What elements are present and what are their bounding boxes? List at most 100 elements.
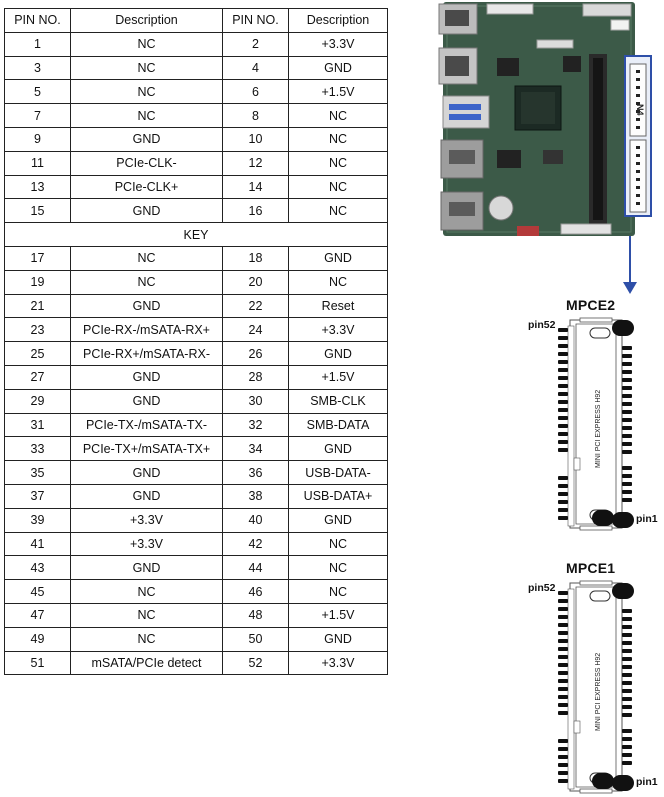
pin-description-even: +1.5V: [288, 602, 388, 628]
pin-description-even: GND: [288, 341, 388, 366]
top-headers: [486, 3, 632, 49]
pin-number-odd: 33: [4, 436, 71, 462]
mpce2-slot-text: MINI PCI EXPRESS H92: [595, 390, 602, 468]
pin-description-odd: PCIe-CLK+: [70, 174, 223, 200]
chip-b: [563, 56, 581, 72]
pin-number-odd: 25: [4, 341, 71, 366]
pin-description-odd: GND: [70, 483, 223, 509]
bottom-header: [560, 223, 612, 235]
pin-description-even: NC: [288, 103, 388, 128]
pin-description-even: USB-DATA-: [288, 460, 388, 485]
pin-description-odd: NC: [70, 579, 223, 604]
mpce1-pin1-label: pin1: [636, 776, 658, 788]
mpce2-connector: MINI PCI EXPRESS H92: [558, 317, 634, 531]
pin-description-odd: NC: [70, 103, 223, 128]
chip-c: [497, 150, 521, 168]
pointer-arrow: [623, 236, 637, 294]
mpce1-pins-right: [622, 609, 632, 765]
pin-number-even: 8: [222, 103, 289, 128]
pin-description-even: +3.3V: [288, 31, 388, 57]
pin-description-even: SMB-CLK: [288, 388, 388, 414]
ethernet-ports: [438, 3, 478, 85]
pin-number-even: 42: [222, 531, 289, 557]
pin-number-odd: 27: [4, 364, 71, 390]
pin-assignment-table: PIN NO. Description PIN NO. Description …: [4, 8, 388, 676]
pin-description-odd: NC: [70, 79, 223, 105]
pin-description-even: NC: [288, 174, 388, 200]
mpce1-connector: MINI PCI EXPRESS H92: [558, 580, 634, 794]
pin-description-even: USB-DATA+: [288, 483, 388, 509]
pin-description-even: NC: [288, 579, 388, 604]
pin-description-even: NC: [288, 150, 388, 176]
pin-description-odd: NC: [70, 55, 223, 81]
pin-number-odd: 35: [4, 460, 71, 485]
pin-description-even: +3.3V: [288, 317, 388, 343]
pin-number-odd: 43: [4, 555, 71, 581]
key-row: KEY: [4, 222, 388, 247]
display-ports: [440, 139, 484, 231]
pin-number-odd: 51: [4, 650, 71, 676]
pin-description-odd: PCIe-CLK-: [70, 150, 223, 176]
pin-number-even: 34: [222, 436, 289, 462]
pin-description-odd: NC: [70, 269, 223, 295]
pin-number-even: 18: [222, 245, 289, 271]
pin-number-odd: 49: [4, 626, 71, 652]
pin-number-odd: 29: [4, 388, 71, 414]
pin-description-even: NC: [288, 269, 388, 295]
pin-description-even: NC: [288, 126, 388, 152]
pin-number-even: 44: [222, 555, 289, 581]
pin-number-even: 32: [222, 412, 289, 438]
pin-description-even: SMB-DATA: [288, 412, 388, 438]
pin-number-even: 12: [222, 150, 289, 176]
pin-number-even: 26: [222, 341, 289, 366]
pin-description-even: NC: [288, 531, 388, 557]
pin-description-odd: NC: [70, 245, 223, 271]
pin-number-even: 52: [222, 650, 289, 676]
pin-description-odd: PCIe-TX-/mSATA-TX-: [70, 412, 223, 438]
pin-number-even: 30: [222, 388, 289, 414]
pin-number-odd: 39: [4, 507, 71, 533]
pin-number-odd: 47: [4, 602, 71, 628]
pin-number-even: 24: [222, 317, 289, 343]
mpce2-pins-left: [558, 328, 568, 520]
pin-number-odd: 15: [4, 198, 71, 224]
pin-number-odd: 37: [4, 483, 71, 509]
pin-description-odd: PCIe-RX+/mSATA-RX-: [70, 341, 223, 366]
mpce2-pin52-label: pin52: [528, 319, 556, 331]
pin-number-odd: 11: [4, 150, 71, 176]
pin-description-even: GND: [288, 507, 388, 533]
pin-number-even: 2: [222, 31, 289, 57]
pin-number-odd: 45: [4, 579, 71, 604]
pin-number-odd: 1: [4, 31, 71, 57]
pin-description-odd: +3.3V: [70, 507, 223, 533]
mpce2-pin1-label: pin1: [636, 513, 658, 525]
pin-number-even: 10: [222, 126, 289, 152]
pin-number-even: 14: [222, 174, 289, 200]
pin-description-odd: mSATA/PCIe detect: [70, 650, 223, 676]
pin-description-odd: GND: [70, 555, 223, 581]
pin-description-odd: NC: [70, 626, 223, 652]
pin-description-even: GND: [288, 245, 388, 271]
pin-number-even: 46: [222, 579, 289, 604]
header-pin-no-right: PIN NO.: [222, 8, 289, 33]
pin-description-even: +1.5V: [288, 364, 388, 390]
pin-number-even: 28: [222, 364, 289, 390]
pin-number-odd: 31: [4, 412, 71, 438]
pin-number-even: 16: [222, 198, 289, 224]
